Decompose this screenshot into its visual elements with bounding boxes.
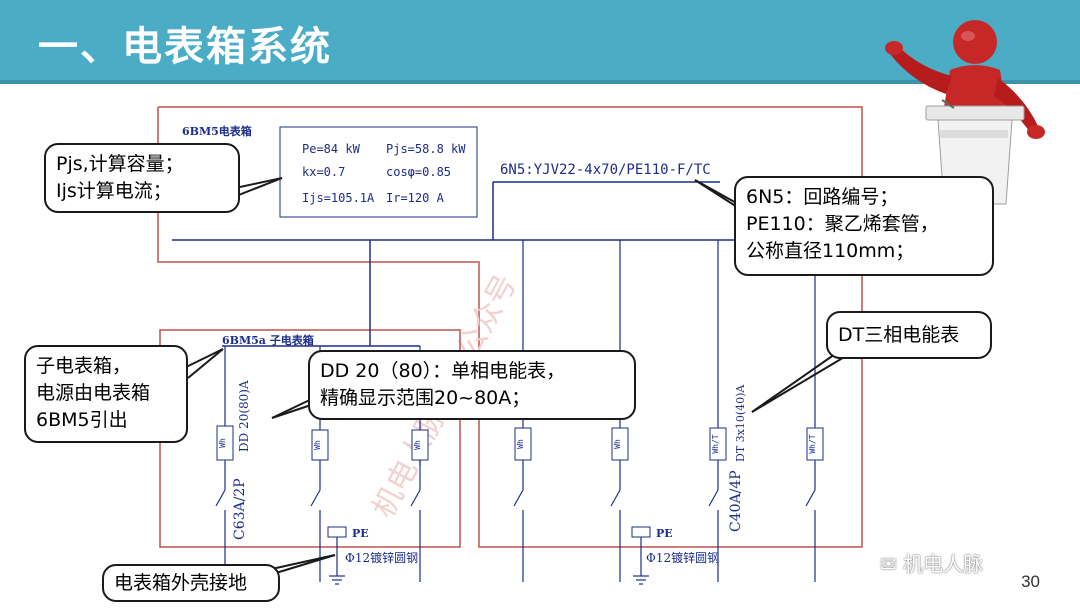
param-cos: cosφ=0.85: [386, 165, 451, 179]
watermark-text: 机电人脉: [903, 552, 984, 576]
callout-sub-line-1: 子电表箱，: [36, 355, 132, 377]
param-ijs: Ijs=105.1A: [302, 191, 375, 205]
callout-sub-box: 子电表箱， 电源由电表箱 6BM5引出: [24, 345, 188, 443]
main-box-label: 6BM5电表箱: [182, 124, 252, 138]
callout-cable: 6N5：回路编号； PE110：聚乙烯套管， 公称直径110mm；: [734, 176, 994, 276]
callout-dd: DD 20（80）：单相电能表， 精确显示范围20~80A；: [308, 350, 636, 420]
main-ground: PE Φ12镀锌圆钢: [631, 526, 719, 585]
page-number: 30: [1021, 572, 1040, 591]
param-ir: Ir=120 A: [386, 191, 445, 205]
sub-box-label: 6BM5a 子电表箱: [222, 333, 314, 347]
callout-cable-line-2: PE110：聚乙烯套管，: [746, 213, 939, 235]
meter-dt-label: DT 3x10(40)A: [734, 384, 747, 462]
speaker-podium-icon: [885, 20, 1045, 205]
callout-pjs-line-1: Pjs,计算容量；: [56, 153, 184, 175]
svg-text:Wh: Wh: [613, 439, 622, 449]
wechat-icon: ✉: [880, 552, 897, 576]
ground-steel-label-2: Φ12镀锌圆钢: [646, 551, 719, 565]
callout-ground-line-1: 电表箱外壳接地: [114, 572, 248, 594]
title-bar-accent: [0, 80, 1080, 84]
cable-label: 6N5:YJV22-4x70/PE110-F/TC: [500, 162, 711, 178]
callout-dd-line-1: DD 20（80）：单相电能表，: [320, 360, 566, 382]
breaker-c40-label: C40A/4P: [728, 470, 744, 532]
watermark: ✉ 机电人脉: [880, 548, 983, 577]
param-pe: Pe=84 kW: [302, 142, 361, 156]
callout-pjs: Pjs,计算容量； Ijs计算电流；: [44, 143, 240, 213]
callout-cable-line-1: 6N5：回路编号；: [746, 186, 899, 208]
svg-text:PE: PE: [656, 527, 673, 540]
callout-ground: 电表箱外壳接地: [102, 564, 280, 602]
speaker-arm-right: [994, 78, 1038, 132]
breaker-c63-label: C63A/2P: [232, 478, 248, 540]
callout-dt-line-1: DT三相电能表: [838, 324, 960, 346]
callout-sub-line-3: 6BM5引出: [36, 409, 128, 431]
sub-ground: PE Φ12镀锌圆钢: [327, 526, 418, 585]
meter-dd-label: DD 20(80)A: [237, 380, 251, 452]
callout-pjs-line-2: Ijs计算电流；: [56, 180, 172, 202]
main-box-outline: [157, 106, 863, 548]
svg-text:Wh: Wh: [313, 440, 322, 450]
speaker-arm-left: [890, 46, 952, 94]
slide-title: 一、电表箱系统: [38, 24, 332, 70]
svg-text:Wh/T: Wh/T: [808, 434, 817, 453]
callout-dd-line-2: 精确显示范围20~80A；: [320, 387, 531, 409]
svg-text:Wh: Wh: [218, 438, 227, 448]
callout-sub-line-2: 电源由电表箱: [36, 382, 151, 404]
svg-text:Wh: Wh: [516, 439, 525, 449]
param-pjs: Pjs=58.8 kW: [386, 142, 466, 156]
ground-steel-label-1: Φ12镀锌圆钢: [345, 551, 418, 565]
main-branch-3: Wh/T DT 3x10(40)A C40A/4P: [708, 240, 747, 582]
svg-text:PE: PE: [352, 527, 369, 540]
callout-dt: DT三相电能表: [826, 311, 992, 359]
callout-cable-line-3: 公称直径110mm；: [746, 240, 915, 262]
param-kx: kx=0.7: [302, 165, 345, 179]
main-branch-4: Wh/T: [805, 240, 824, 582]
params-box: [279, 126, 478, 218]
speaker-head: [953, 20, 997, 64]
svg-text:Wh: Wh: [413, 440, 422, 450]
sub-branch-1: Wh DD 20(80)A C63A/2P: [215, 346, 251, 582]
title-bar: 一、电表箱系统: [0, 0, 1080, 84]
svg-text:Wh/T: Wh/T: [711, 434, 720, 453]
